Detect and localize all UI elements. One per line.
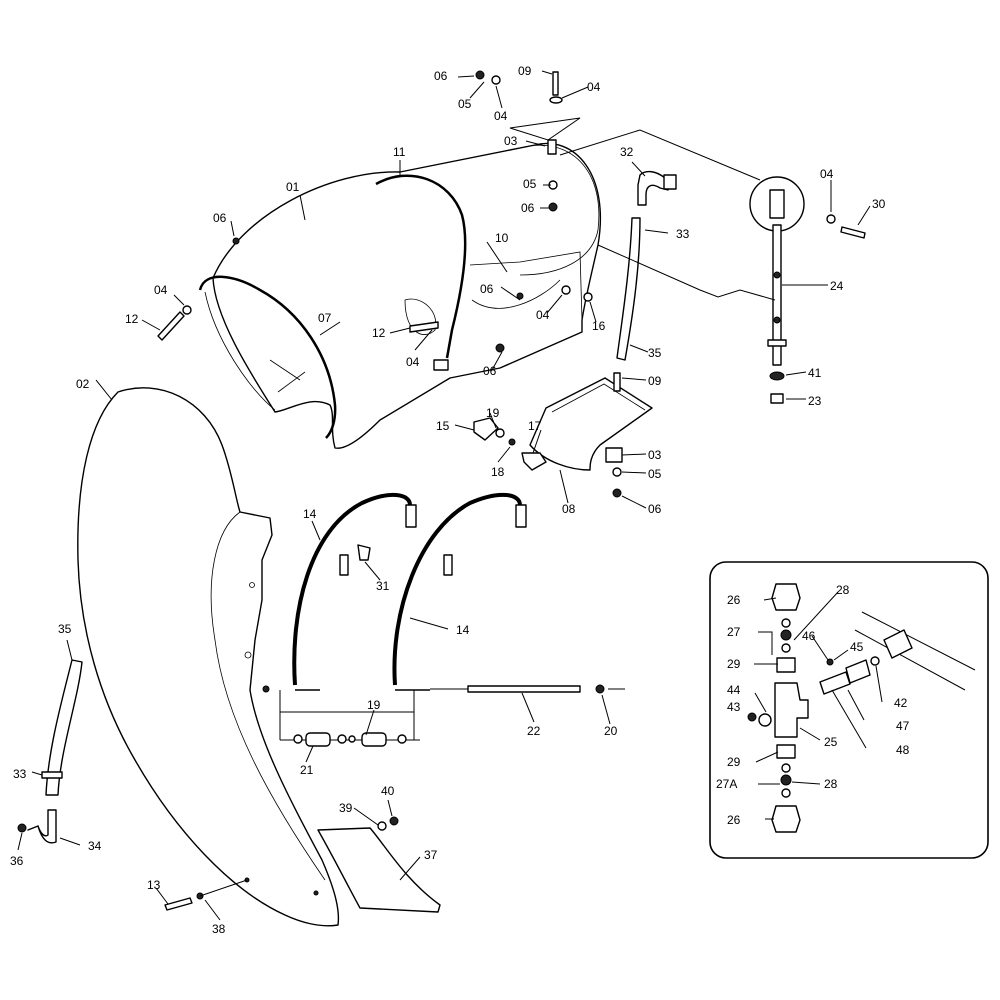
label-20: 22 bbox=[527, 724, 541, 738]
label-16: 16 bbox=[592, 319, 606, 333]
part-24-spray-bar bbox=[559, 129, 866, 404]
label-03: 03 bbox=[648, 448, 662, 462]
part-20-22-rod-spacers bbox=[262, 684, 625, 747]
label-47: 47 bbox=[896, 719, 910, 733]
label-38: 38 bbox=[212, 922, 226, 936]
label-28: 28 bbox=[824, 777, 838, 791]
label-30: 30 bbox=[872, 197, 886, 211]
label-04: 04 bbox=[154, 283, 168, 297]
label-09: 09 bbox=[518, 64, 532, 78]
label-26: 26 bbox=[727, 813, 741, 827]
hardware-top bbox=[157, 70, 593, 341]
label-29: 29 bbox=[727, 657, 741, 671]
leader-lines bbox=[17, 70, 883, 921]
label-41: 41 bbox=[808, 366, 822, 380]
label-15: 15 bbox=[436, 419, 450, 433]
label-21: 20 bbox=[604, 724, 618, 738]
label-12: 12 bbox=[372, 326, 386, 340]
label-08: 08 bbox=[562, 502, 576, 516]
part-32-33-35-hose bbox=[616, 170, 677, 361]
label-06: 06 bbox=[213, 211, 227, 225]
part-01-hood bbox=[198, 142, 602, 449]
label-43: 43 bbox=[727, 700, 741, 714]
label-11: 11 bbox=[393, 145, 406, 159]
inset-valve-detail bbox=[709, 561, 989, 859]
label-27A: 27A bbox=[716, 777, 737, 791]
label-25: 25 bbox=[824, 735, 838, 749]
label-33: 33 bbox=[676, 227, 690, 241]
label-13: 13 bbox=[147, 878, 161, 892]
label-33: 33 bbox=[13, 767, 27, 781]
part-33-34-35-lower-hose bbox=[17, 659, 83, 844]
label-35: 35 bbox=[58, 622, 72, 636]
part-02-side-shield bbox=[77, 387, 340, 927]
label-04: 04 bbox=[536, 308, 550, 322]
label-36: 36 bbox=[10, 854, 24, 868]
label-05: 05 bbox=[458, 97, 472, 111]
label-04: 04 bbox=[820, 167, 834, 181]
label-02: 02 bbox=[76, 377, 90, 391]
label-07: 10 bbox=[495, 231, 509, 245]
label-01: 01 bbox=[286, 180, 300, 194]
label-24: 24 bbox=[830, 279, 844, 293]
label-05: 05 bbox=[523, 177, 537, 191]
label-22: 21 bbox=[300, 763, 314, 777]
label-09: 09 bbox=[648, 374, 662, 388]
label-14: 14 bbox=[456, 623, 470, 637]
label-14: 14 bbox=[303, 507, 317, 521]
label-03: 03 bbox=[504, 134, 518, 148]
label-06: 06 bbox=[483, 364, 497, 378]
label-23: 23 bbox=[808, 394, 822, 408]
label-32: 32 bbox=[620, 145, 634, 159]
label-17: 17 bbox=[528, 419, 542, 433]
label-04: 04 bbox=[494, 109, 508, 123]
part-number-labels: 06 05 04 09 04 03 11 01 06 05 06 10 04 1… bbox=[10, 64, 910, 936]
label-48: 48 bbox=[896, 743, 910, 757]
label-06: 06 bbox=[648, 502, 662, 516]
label-05: 05 bbox=[648, 467, 662, 481]
label-28: 28 bbox=[836, 583, 850, 597]
label-27: 27 bbox=[727, 625, 741, 639]
label-19: 19 bbox=[367, 698, 381, 712]
label-06: 06 bbox=[480, 282, 494, 296]
label-06: 06 bbox=[521, 201, 535, 215]
label-10: 07 bbox=[318, 311, 332, 325]
label-44: 44 bbox=[727, 683, 741, 697]
label-31: 31 bbox=[376, 579, 390, 593]
label-45: 45 bbox=[850, 640, 864, 654]
label-26: 26 bbox=[727, 593, 741, 607]
label-35: 35 bbox=[648, 346, 662, 360]
label-29: 29 bbox=[727, 755, 741, 769]
part-14-arches bbox=[292, 492, 527, 691]
label-37: 37 bbox=[424, 848, 438, 862]
part-08-side-plate bbox=[473, 372, 653, 498]
label-04: 04 bbox=[406, 355, 420, 369]
label-18: 18 bbox=[491, 465, 505, 479]
label-40: 40 bbox=[381, 784, 395, 798]
label-42: 42 bbox=[894, 696, 908, 710]
label-12: 12 bbox=[125, 312, 139, 326]
label-34: 34 bbox=[88, 839, 102, 853]
label-19: 19 bbox=[486, 406, 500, 420]
label-06: 06 bbox=[434, 69, 448, 83]
label-39: 39 bbox=[339, 801, 353, 815]
label-04: 04 bbox=[587, 80, 601, 94]
label-46: 46 bbox=[802, 629, 816, 643]
part-37-lower-flap bbox=[164, 816, 441, 913]
